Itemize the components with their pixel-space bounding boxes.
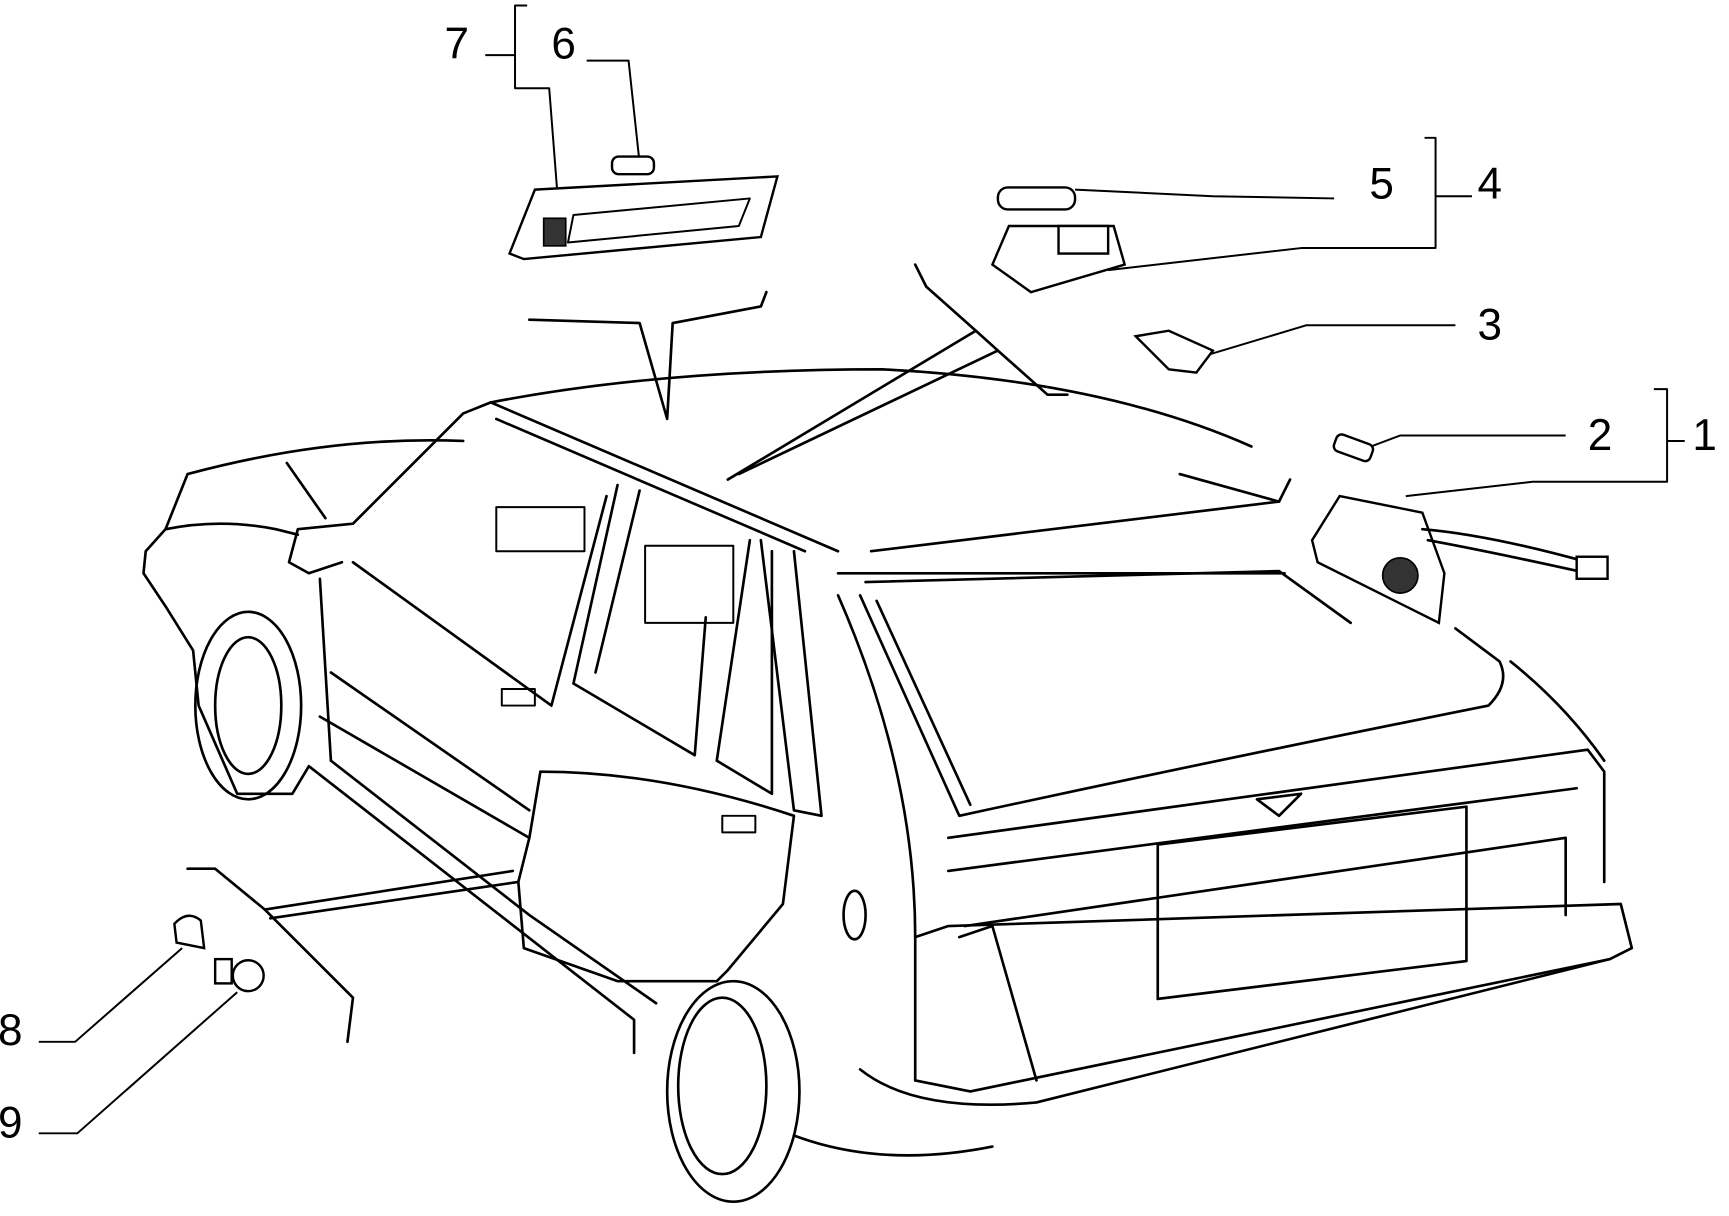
part-1-lamp-assembly: [1310, 494, 1609, 625]
part-4-lamp-holder: [990, 224, 1127, 294]
leader-lines: [38, 4, 1685, 1135]
part-3-switch: [1133, 329, 1215, 374]
part-9-switch: [213, 957, 265, 993]
callout-labels: 1 2 3 4 5 6 7 8 9: [0, 19, 1717, 1147]
callout-4: 4: [1477, 159, 1502, 208]
callout-5: 5: [1369, 159, 1394, 208]
callout-1: 1: [1692, 411, 1717, 460]
part-5-bulb: [996, 186, 1077, 211]
callout-7: 7: [444, 19, 469, 68]
callout-6: 6: [551, 19, 576, 68]
callout-2: 2: [1588, 411, 1613, 460]
part-6-bulb: [610, 155, 656, 176]
callout-9: 9: [0, 1099, 22, 1148]
callout-8: 8: [0, 1006, 22, 1055]
part-2-bulb: [1332, 433, 1375, 463]
part-7-lamp-housing: [507, 175, 780, 261]
part-8-bracket: [173, 914, 206, 950]
callout-3: 3: [1477, 301, 1502, 350]
car-outline: [142, 367, 1634, 1203]
